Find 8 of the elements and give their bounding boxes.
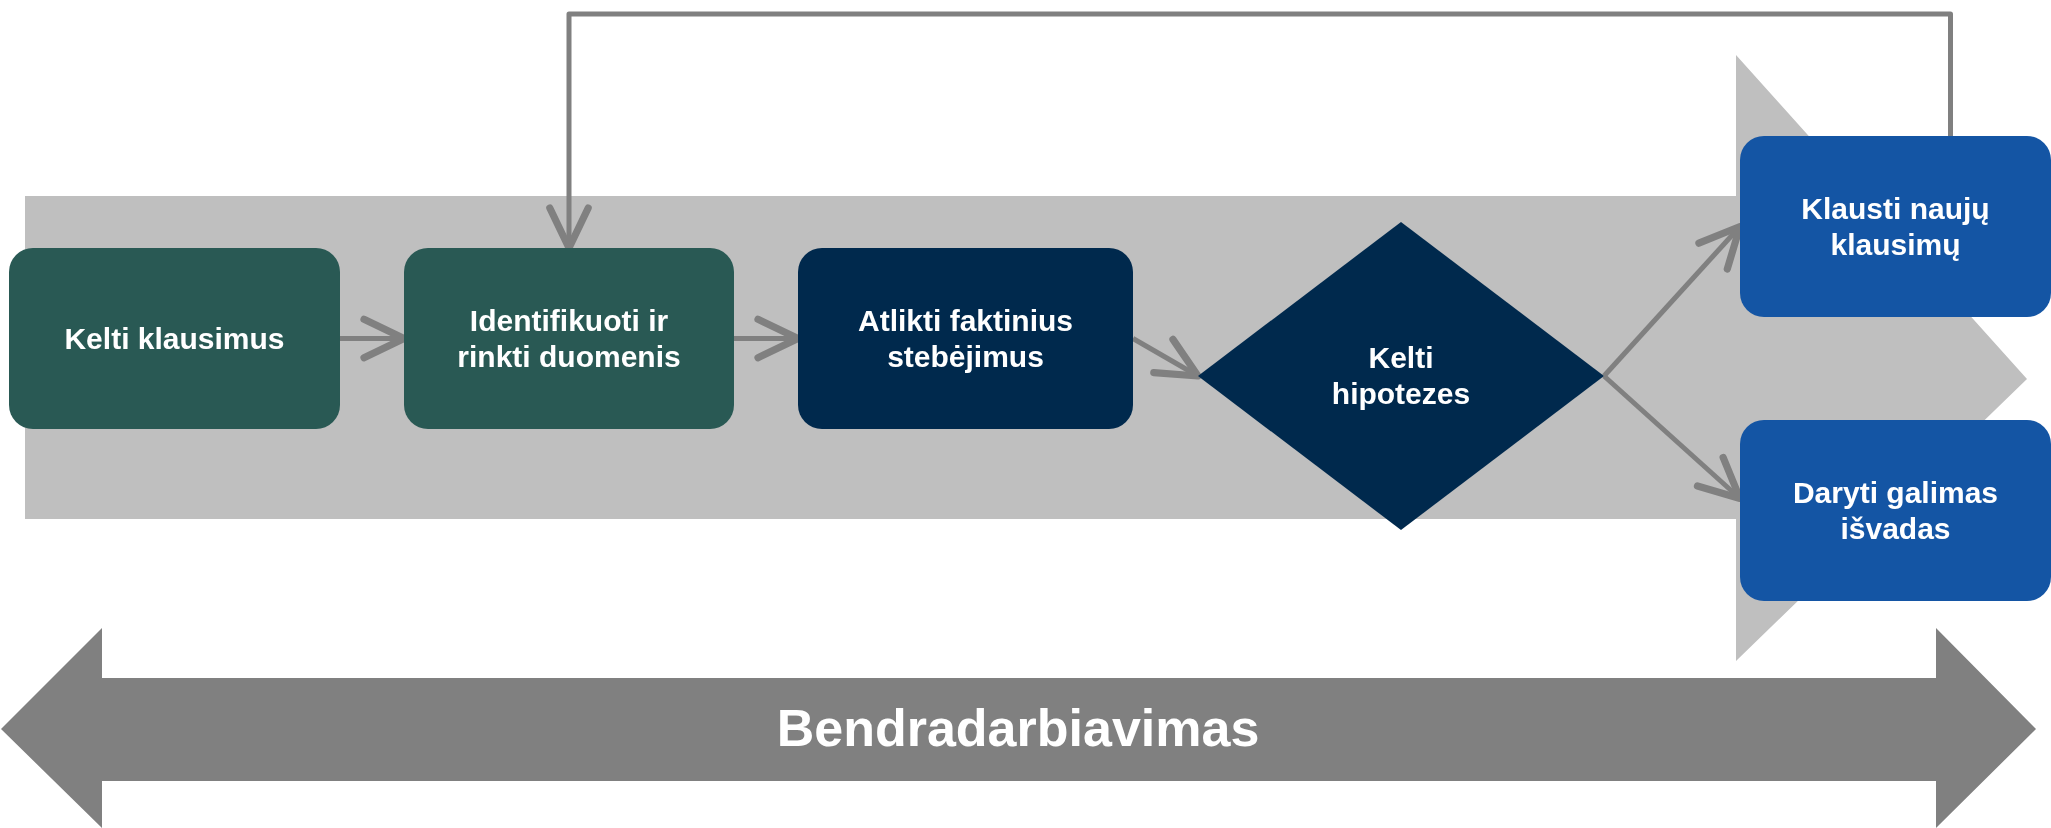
- process-box: Kelti klausimus: [9, 248, 340, 429]
- process-box: Identifikuoti ir rinkti duomenis: [404, 248, 734, 429]
- process-box: Daryti galimas išvadas: [1740, 420, 2051, 601]
- arrow: [1131, 335, 1202, 380]
- process-box: Atlikti faktinius stebėjimus: [798, 248, 1133, 429]
- process-box: Klausti naujų klausimų: [1740, 136, 2051, 317]
- decision-diamond: Kelti hipotezes: [1198, 222, 1604, 530]
- double-arrow: Bendradarbiavimas: [0, 628, 2036, 828]
